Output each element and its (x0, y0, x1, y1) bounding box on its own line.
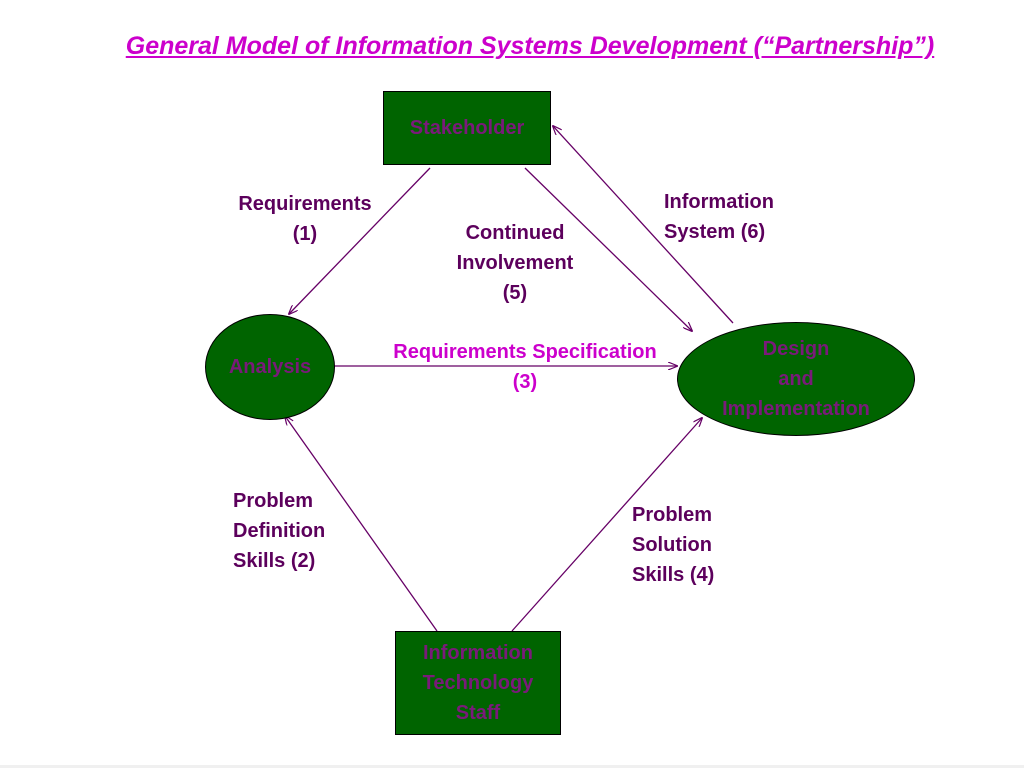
requirements-specification-label: Requirements Specification (3) (352, 337, 698, 397)
arrow-continued-involvement (524, 167, 692, 331)
req-spec-label-line-1: Requirements Specification (393, 341, 657, 363)
problem-sol-label-line-1: Problem (632, 504, 713, 526)
continued-involvement-label: Continued Involvement (5) (435, 218, 595, 308)
arrow-problem-solution (511, 418, 702, 632)
requirements-label-line-1: Requirements (238, 193, 372, 215)
it-staff-label-line-3: Staff (455, 702, 501, 724)
problem-def-label-line-2: Definition (233, 520, 326, 542)
design-label-line-2: and (778, 368, 814, 390)
it-staff-label-line-2: Technology (422, 672, 534, 694)
page-title: General Model of Information Systems Dev… (125, 32, 935, 60)
it-staff-box: Information Technology Staff (395, 631, 561, 735)
info-system-label-line-1: Information (664, 191, 774, 213)
it-staff-label-line-1: Information (423, 642, 533, 664)
continued-label-line-2: Involvement (456, 252, 574, 274)
arrow-requirements (289, 167, 431, 314)
problem-def-label-line-3: Skills (2) (233, 550, 316, 572)
arrow-information-system (553, 126, 734, 324)
continued-label-line-1: Continued (465, 222, 565, 244)
problem-sol-label-line-2: Solution (632, 534, 712, 556)
problem-def-label-line-1: Problem (233, 490, 314, 512)
problem-sol-label-line-3: Skills (4) (632, 564, 715, 586)
arrow-problem-definition (285, 416, 438, 632)
requirements-label: Requirements (1) (220, 189, 390, 249)
requirements-label-line-2: (1) (292, 223, 318, 245)
continued-label-line-3: (5) (502, 282, 528, 304)
bottom-divider (0, 765, 1024, 768)
stakeholder-label: Stakeholder (409, 117, 525, 139)
info-system-label-line-2: System (6) (664, 221, 766, 243)
information-system-label: Information System (6) (664, 187, 774, 247)
problem-definition-label: Problem Definition Skills (2) (233, 486, 325, 576)
analysis-label: Analysis (228, 356, 312, 378)
problem-solution-label: Problem Solution Skills (4) (632, 500, 714, 590)
design-implementation-ellipse: Design and Implementation (677, 322, 915, 436)
req-spec-label-line-2: (3) (512, 371, 538, 393)
design-label-line-1: Design (762, 338, 830, 360)
analysis-ellipse: Analysis (205, 314, 335, 420)
stakeholder-box: Stakeholder (383, 91, 551, 165)
design-label-line-3: Implementation (722, 398, 870, 420)
